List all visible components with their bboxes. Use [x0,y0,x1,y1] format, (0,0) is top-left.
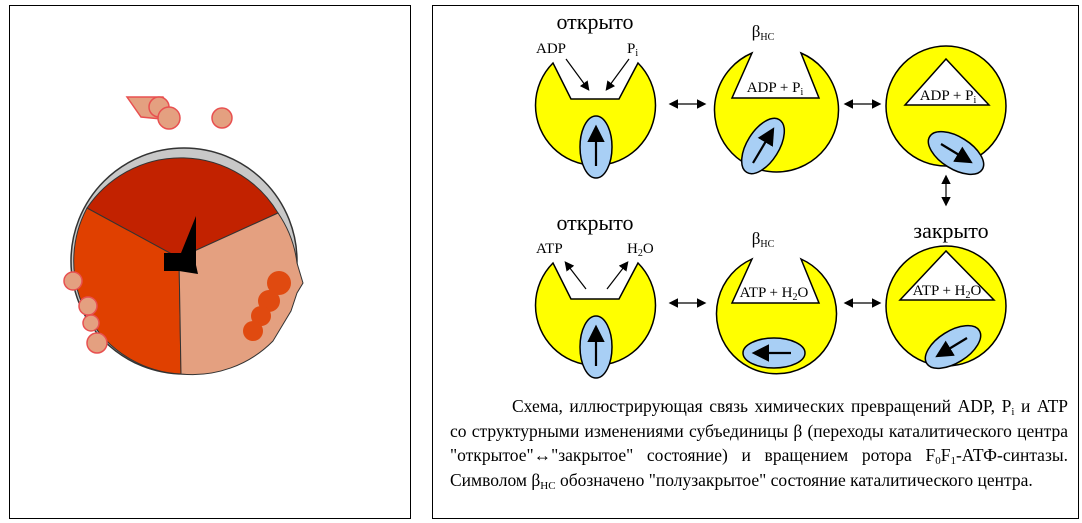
sector-top [86,157,279,259]
state-open-adp: открыто ADP Pi [534,9,657,179]
sector-right [178,212,304,376]
figure-caption: Схема, иллюстрирующая связь химических п… [450,394,1068,492]
central-pointer [164,216,198,274]
subunit-blobs-top [125,96,233,130]
cup-content: ADP + Pi [747,80,804,98]
state-title: открыто [556,210,633,235]
state-half-closed-atp: βНС ATP + H2O [715,229,838,375]
caption-text: Схема, иллюстрирующая связь химических п… [450,396,1068,492]
arrow-out-icon [606,261,629,290]
adp-label: ADP [536,41,566,57]
cup-content: ADP + Pi [920,88,977,106]
arrow-in-icon [605,58,630,91]
rotor-cross-section [63,96,304,376]
state-title: открыто [556,9,633,34]
subunit-blobs-right [243,271,291,341]
beta-subunit-cup [713,51,840,173]
rotor-arrow-icon [752,127,775,164]
cup-content: ATP + H2O [913,283,982,301]
catalytic-site [898,249,996,301]
state-open-atp: открыто ATP H2O [534,210,657,379]
rotor-arrow-icon [940,143,973,164]
water-label: H2O [627,241,654,259]
state-closed-atp: закрыто ATP + H2O [885,218,1007,370]
state-title: βНС [752,229,775,250]
atp-label: ATP [536,241,563,257]
state-title: βНС [752,22,775,43]
state-closed-adp: ADP + Pi [885,45,1007,176]
rotor-arrow-icon [935,337,968,358]
cup-content: ATP + H2O [740,285,809,303]
subunit-blobs-side [63,271,108,354]
pi-label: Pi [627,41,638,59]
atp-synthase-rotor-image-panel [9,5,411,519]
catalytic-site [903,57,991,106]
state-title: закрыто [913,218,988,243]
catalytic-cycle-diagram-panel: открыто ADP Pi βНС ADP + Pi ADP + Pi [432,5,1079,519]
arrow-out-icon [564,261,587,290]
state-half-closed-adp: βНС ADP + Pi [713,22,840,175]
arrow-in-icon [565,58,590,91]
catalytic-cycle-diagram: открыто ADP Pi βНС ADP + Pi ADP + Pi [534,9,1007,379]
